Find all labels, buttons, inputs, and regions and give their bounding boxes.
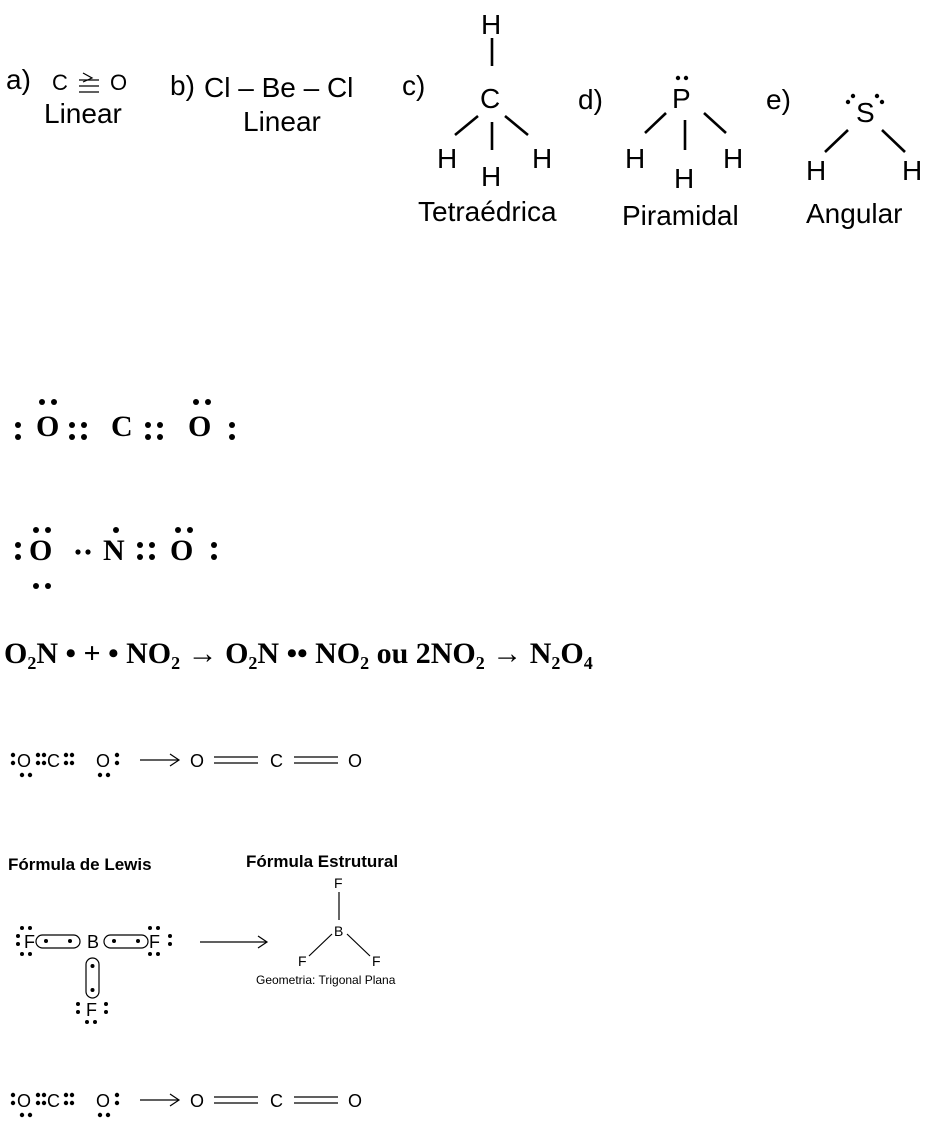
co2-2-struct-o-left: O [190,1091,204,1111]
co2-2-lewis-c: C [47,1091,60,1111]
co2-2-struct-c: C [270,1091,283,1111]
co2-2-lewis-o-left: O [17,1091,31,1111]
co2-2-struct-o-right: O [348,1091,362,1111]
co2-2-lewis-o-right: O [96,1091,110,1111]
